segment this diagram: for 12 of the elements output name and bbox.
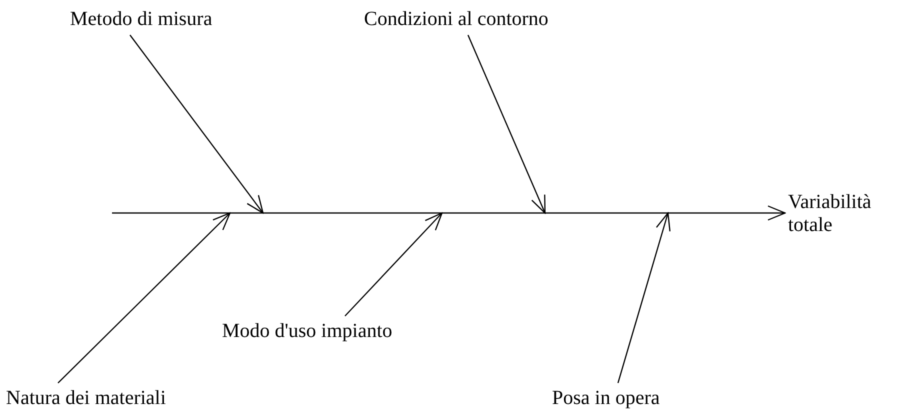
effect-label: Variabilità totale xyxy=(788,191,908,237)
arrow xyxy=(344,212,443,316)
arrow xyxy=(130,34,264,214)
arrow xyxy=(467,34,546,214)
arrow xyxy=(58,212,231,384)
arrow xyxy=(617,212,671,384)
cause-label: Metodo di misura xyxy=(70,8,212,31)
spine-arrow xyxy=(112,205,786,221)
cause-label: Natura dei materiali xyxy=(6,387,166,410)
cause-label: Modo d'uso impianto xyxy=(222,320,392,343)
cause-label: Posa in opera xyxy=(552,387,660,410)
cause-label: Condizioni al contorno xyxy=(364,8,548,31)
